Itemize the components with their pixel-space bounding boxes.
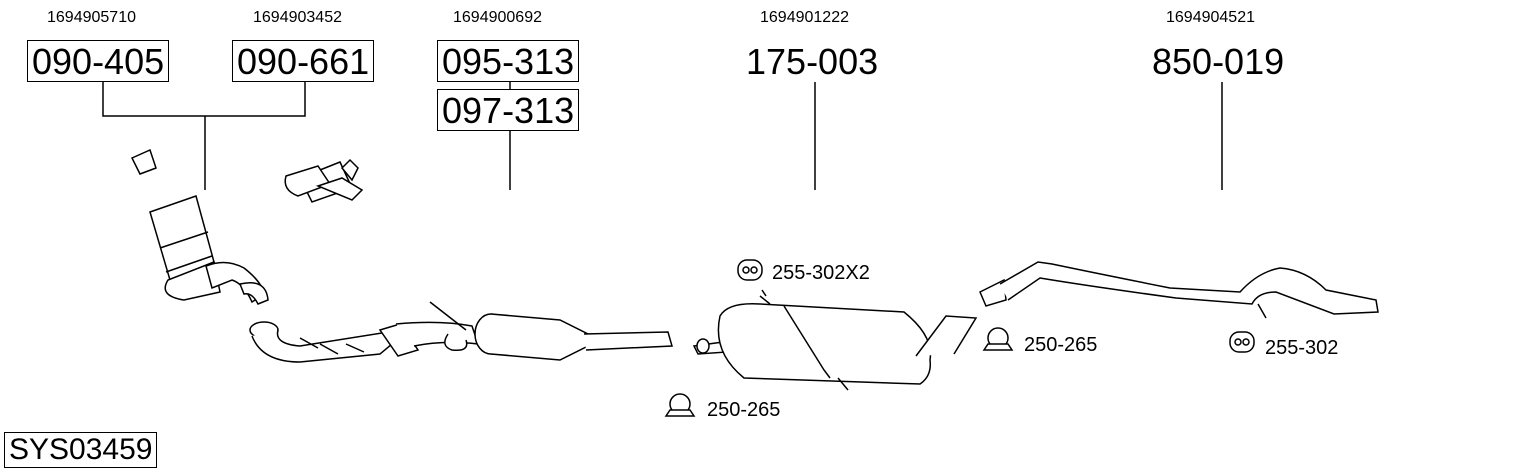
middle-silencer-illustration [692,289,978,391]
front-pipe-illustration [249,301,673,363]
leader-lines [102,82,1223,190]
oem-number-5: 1694904521 [1166,9,1255,26]
oem-number-3: 1694900692 [453,9,542,26]
hanger-front-icon [737,259,763,281]
accessory-clamp-rear-label[interactable]: 250-265 [1024,334,1098,356]
oem-number-1: 1694905710 [47,9,136,26]
rear-silencer-illustration [979,261,1379,315]
system-code-badge: SYS03459 [4,432,158,468]
part-number-catalyst-alt[interactable]: 090-661 [232,40,375,82]
part-number-front-pipe-alt[interactable]: 097-313 [437,89,580,131]
catalytic-converter-illustration [130,148,364,305]
clamp-rear-icon [982,327,1014,351]
oem-number-4: 1694901222 [760,9,849,26]
hanger-rear-icon [1229,331,1255,353]
oem-number-2: 1694903452 [253,9,342,26]
accessory-hanger-rear-label[interactable]: 255-302 [1265,337,1339,359]
clamp-front-icon [664,393,696,417]
part-number-catalyst[interactable]: 090-405 [27,40,170,82]
accessory-hanger-front-label[interactable]: 255-302X2 [772,262,870,284]
part-number-front-pipe[interactable]: 095-313 [437,40,580,82]
part-number-rear-silencer[interactable]: 850-019 [1152,41,1285,82]
accessory-clamp-front-label[interactable]: 250-265 [707,399,781,421]
part-number-middle-silencer[interactable]: 175-003 [746,41,879,82]
